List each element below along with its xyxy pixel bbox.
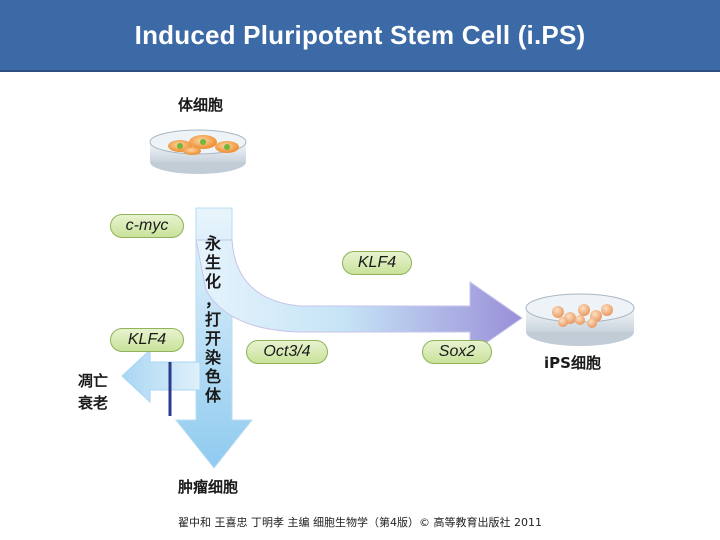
oct34-factor: Oct3/4 [246,340,328,364]
right-arrow [195,239,523,355]
senescence-label: 衰老 [78,394,109,412]
left-arrow [121,348,201,404]
sox2-factor: Sox2 [422,340,492,364]
klf4-factor-top: KLF4 [342,251,412,275]
ips-cell-dish [525,293,635,346]
c-myc-factor: c-myc [110,214,184,238]
ips-cell-label: iPS细胞 [544,354,601,372]
apoptosis-label: 凋亡 [78,372,109,390]
immortalization-label: 永 生 化 ， 打 开 染 色 体 [204,234,221,405]
title-bar: Induced Pluripotent Stem Cell (i.PS) [0,0,720,72]
page-title: Induced Pluripotent Stem Cell (i.PS) [134,19,586,50]
klf4-factor-left: KLF4 [110,328,184,352]
somatic-cell-label: 体细胞 [178,96,224,114]
tumor-cell-label: 肿瘤细胞 [178,478,239,496]
somatic-cell-dish [149,129,247,174]
citation: 翟中和 王喜忠 丁明孝 主编 细胞生物学（第4版）© 高等教育出版社 2011 [178,516,542,529]
